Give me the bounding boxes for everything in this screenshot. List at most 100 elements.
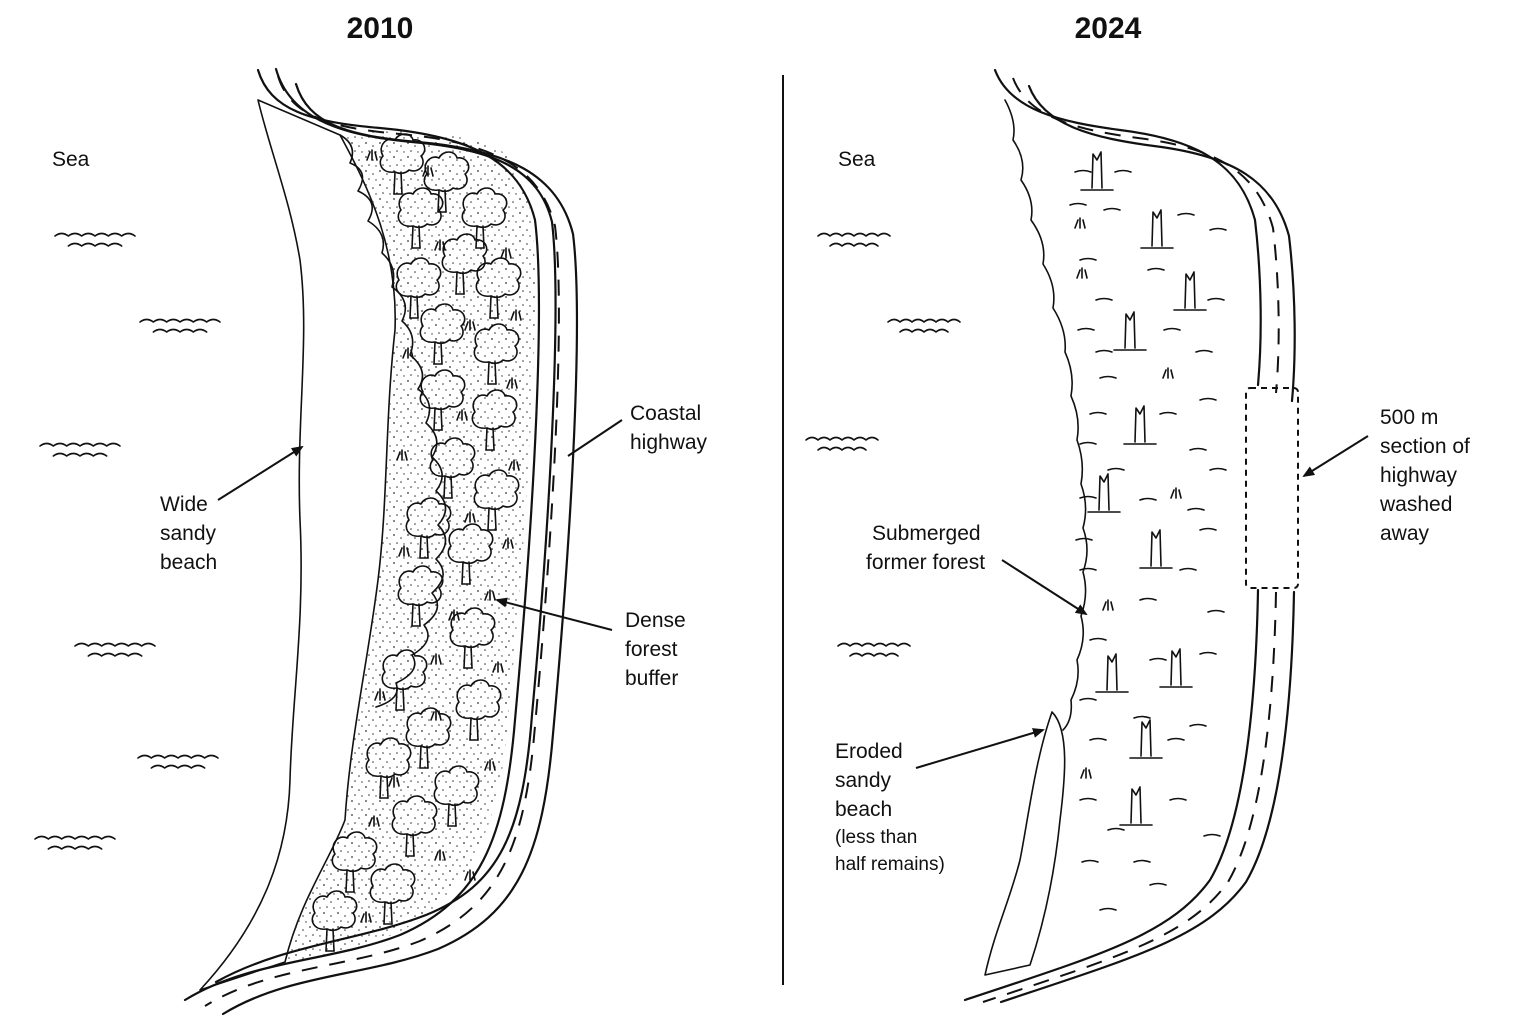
stump-icon	[1129, 719, 1163, 759]
water-ripple	[1079, 495, 1097, 499]
tree-icon	[381, 649, 428, 711]
grass-icon	[492, 661, 504, 673]
grass-icon	[1080, 767, 1092, 779]
grass-icon	[1102, 599, 1114, 611]
stump-icon	[1140, 209, 1174, 249]
water-ripple	[1103, 207, 1121, 211]
grass-icon	[506, 377, 518, 389]
grass-icon	[500, 247, 512, 259]
panel-title-2024: 2024	[1075, 12, 1142, 45]
water-ripple	[1209, 467, 1227, 471]
stump-icon	[1139, 529, 1173, 569]
tree-icon	[395, 257, 442, 319]
grass-icon	[1076, 267, 1088, 279]
svg-text:forest: forest	[625, 638, 678, 661]
grass-icon	[464, 319, 476, 331]
svg-text:highway: highway	[1380, 464, 1458, 487]
wave-icon	[39, 442, 121, 457]
grass-icon	[374, 689, 386, 701]
svg-text:sandy: sandy	[835, 769, 892, 792]
highway-edge-inner	[221, 82, 579, 1016]
label-submerged-forest: Submerged former forest	[866, 522, 1088, 616]
svg-text:500 m: 500 m	[1380, 406, 1438, 429]
stump-icon	[1119, 786, 1153, 826]
tree-icon	[473, 323, 520, 385]
water-ripple	[1075, 537, 1093, 541]
water-ripple	[1159, 411, 1177, 415]
grass-icon	[366, 149, 378, 161]
coastal-highway	[183, 68, 541, 1002]
water-ripple	[1147, 267, 1165, 271]
water-ripple	[1079, 797, 1097, 801]
water-ripple	[1089, 637, 1107, 641]
stump-icon	[1173, 271, 1207, 311]
tree-icon	[473, 469, 520, 531]
water-ripple	[1189, 447, 1207, 451]
water-ripple	[1107, 467, 1125, 471]
forest-edge	[339, 134, 447, 708]
water-ripple	[1163, 327, 1181, 331]
svg-text:buffer: buffer	[625, 667, 678, 690]
highway-centerline-upper	[1012, 77, 1280, 394]
tree-icon	[369, 863, 416, 925]
water-ripple	[1207, 297, 1225, 301]
water-ripple	[1089, 411, 1107, 415]
grass-icon	[388, 775, 400, 787]
svg-text:Coastal: Coastal	[630, 402, 701, 425]
water-ripple	[1095, 349, 1113, 353]
water-ripple	[1209, 227, 1227, 231]
water-ripple	[1149, 657, 1167, 661]
wave-icon	[139, 318, 221, 333]
water-ripple	[1114, 169, 1132, 173]
water-ripple	[1195, 349, 1213, 353]
tree-icon	[455, 679, 502, 741]
tree-icon	[391, 795, 438, 857]
sea-label: Sea	[838, 148, 876, 171]
highway-centerline-lower	[982, 591, 1277, 1003]
wave-icon	[837, 642, 911, 657]
water-ripple	[1199, 651, 1217, 655]
tree-icon	[447, 523, 494, 585]
coastal-highway-upper	[993, 68, 1262, 387]
wave-icon	[887, 318, 961, 333]
sea-waves	[34, 232, 221, 850]
eroded-sandy-beach	[984, 711, 1066, 976]
grass-icon	[508, 459, 520, 471]
water-ripple	[1167, 737, 1185, 741]
water-ripple	[1207, 609, 1225, 613]
grass-icon	[484, 759, 496, 771]
tree-icon	[441, 233, 488, 295]
svg-text:half remains): half remains)	[835, 854, 945, 875]
tree-icon	[419, 369, 466, 431]
highway-edge-lower-inner	[999, 590, 1296, 1004]
grass-icon	[398, 545, 410, 557]
water-ripple	[1149, 882, 1167, 886]
label-dense-forest-buffer: Dense forest buffer	[495, 597, 686, 690]
grass-icon	[464, 869, 476, 881]
svg-text:Dense: Dense	[625, 609, 686, 632]
tree-icon	[423, 151, 470, 213]
tree-icon	[429, 437, 476, 499]
grass-icon	[396, 449, 408, 461]
grass-icon	[448, 609, 460, 621]
water-ripple	[1079, 567, 1097, 571]
stump-icon	[1159, 648, 1193, 688]
wave-icon	[805, 436, 879, 451]
water-ripple	[1089, 737, 1107, 741]
grass-icon	[1170, 487, 1182, 499]
submerged-stumps	[1069, 151, 1227, 911]
water-ripple	[1139, 497, 1157, 501]
water-ripple	[1187, 507, 1205, 511]
water-ripple	[1133, 859, 1151, 863]
tree-icon	[379, 133, 426, 195]
svg-text:Eroded: Eroded	[835, 740, 903, 763]
svg-text:highway: highway	[630, 431, 708, 454]
water-ripple	[1074, 169, 1092, 173]
water-ripple	[1095, 297, 1113, 301]
grass-icon	[484, 589, 496, 601]
panel-2010: Sea Wide sandy beach Coastal highway Den…	[34, 67, 708, 1016]
grass-icon	[434, 239, 446, 251]
tree-icon	[471, 389, 518, 451]
grass-icon	[402, 347, 414, 359]
